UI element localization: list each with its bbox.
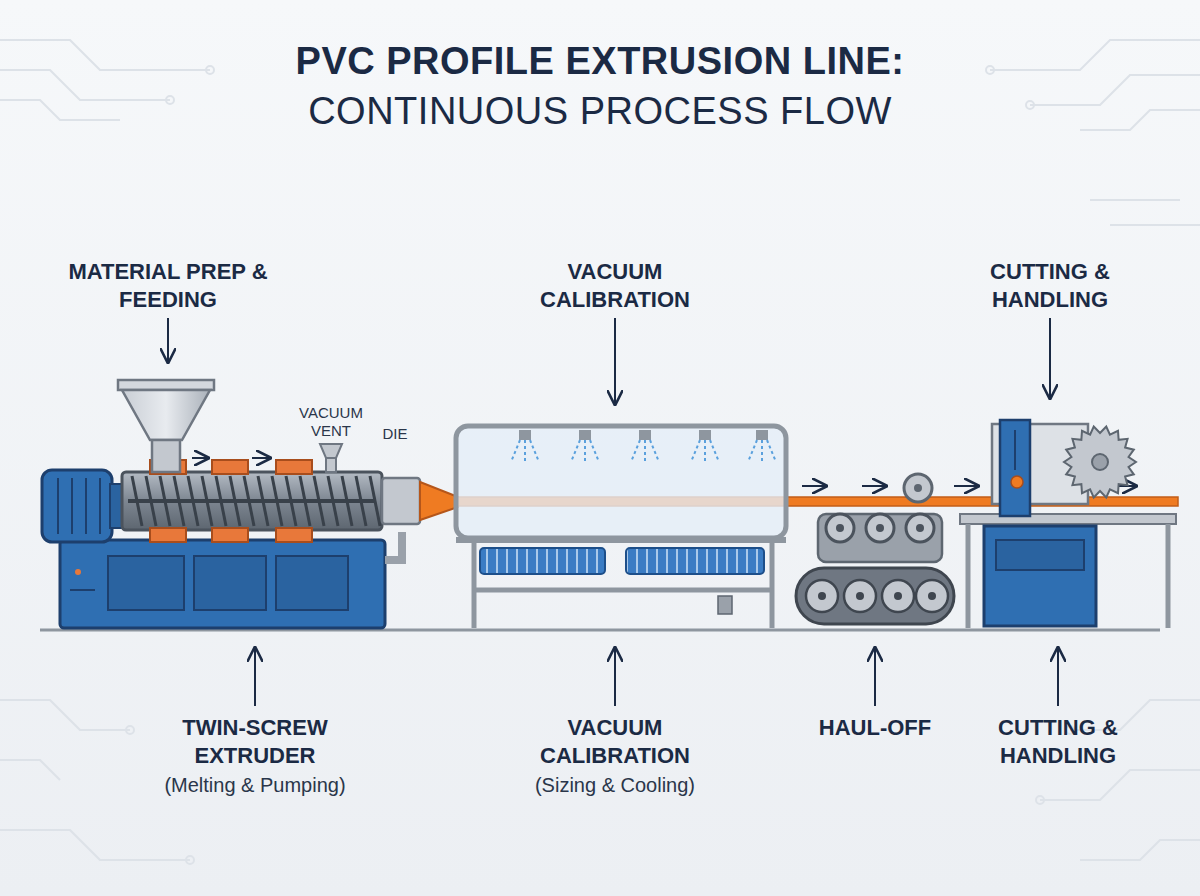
stage-label: VACUUM CALIBRATION [500, 258, 730, 314]
stage-label: VACUUM CALIBRATION [500, 714, 730, 770]
stage-note: (Melting & Pumping) [125, 772, 385, 798]
part-label: VACUUM VENT [291, 404, 371, 440]
circuit-decoration [0, 40, 1200, 864]
stage-label: MATERIAL PREP & FEEDING [48, 258, 288, 314]
stage-label: HAUL-OFF [795, 714, 955, 742]
vacuum-calibration-tank [456, 426, 786, 628]
stage-note: (Sizing & Cooling) [495, 772, 735, 798]
stage-label: TWIN-SCREW EXTRUDER [145, 714, 365, 770]
leader-arrows [168, 318, 1058, 706]
twin-screw-extruder [42, 380, 458, 628]
saw-cutter [960, 420, 1176, 628]
diagram-title: PVC PROFILE EXTRUSION LINE: CONTINUOUS P… [180, 36, 1020, 136]
part-label: DIE [370, 425, 420, 443]
stage-label: CUTTING & HANDLING [958, 714, 1158, 770]
stage-label: CUTTING & HANDLING [950, 258, 1150, 314]
haul-off-unit [796, 474, 954, 624]
